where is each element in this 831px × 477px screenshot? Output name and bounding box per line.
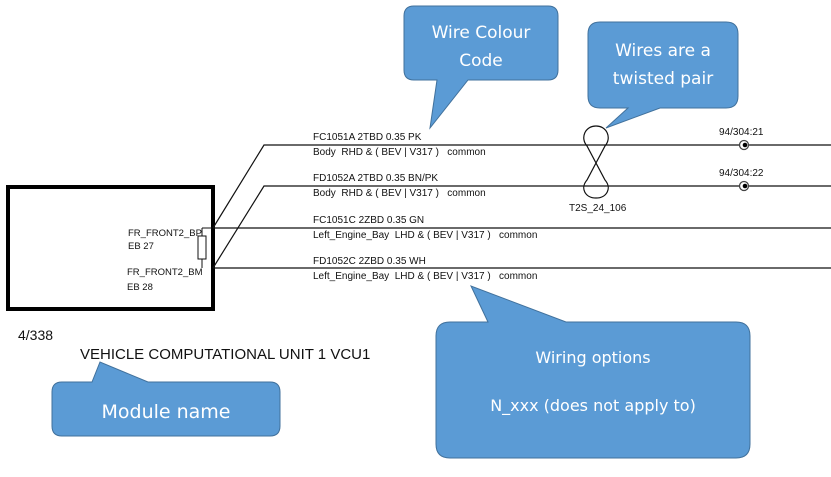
twisted-pair-label: T2S_24_106 [569, 203, 627, 214]
pin-number-28: EB 28 [127, 282, 153, 293]
module-name: VEHICLE COMPUTATIONAL UNIT 1 VCU1 [80, 346, 370, 363]
wire-2-option: Body RHD & ( BEV | V317 ) common [313, 188, 486, 199]
destination-2: 94/304:22 [719, 168, 764, 179]
connector-icon-2[interactable] [738, 180, 750, 192]
wire-1[interactable] [212, 144, 831, 229]
callout-wiring-options: Wiring options N_xxx (does not apply to) [435, 285, 751, 459]
callout-module-name: Module name [51, 361, 281, 437]
page-reference: 4/338 [18, 327, 53, 343]
destination-1: 94/304:21 [719, 127, 764, 138]
wire-1-option: Body RHD & ( BEV | V317 ) common [313, 147, 486, 158]
callout-colour-line1: Wire Colour [432, 23, 531, 43]
callout-wire-colour-code: Wire Colour Code [403, 5, 559, 130]
callout-twisted-pair: Wires are a twisted pair [587, 21, 739, 129]
module-box[interactable] [6, 185, 215, 311]
connector-icon-1[interactable] [738, 139, 750, 151]
callout-twisted-line1: Wires are a [615, 41, 711, 61]
wire-4-code: FD1052C 2ZBD 0.35 WH [313, 256, 426, 267]
callout-options-line1: Wiring options [535, 348, 650, 367]
wire-3-code: FC1051C 2ZBD 0.35 GN [313, 215, 424, 226]
pin-name-bp: FR_FRONT2_BP [128, 228, 202, 239]
callout-colour-line2: Code [459, 51, 503, 71]
callout-options-line2: N_xxx (does not apply to) [490, 396, 696, 416]
pin-number-27: EB 27 [128, 241, 154, 252]
pin-name-bm: FR_FRONT2_BM [127, 267, 203, 278]
wire-3-option: Left_Engine_Bay LHD & ( BEV | V317 ) com… [313, 230, 537, 241]
callout-twisted-line2: twisted pair [613, 69, 713, 89]
wire-2-code: FD1052A 2TBD 0.35 BN/PK [313, 173, 438, 184]
wire-4-option: Left_Engine_Bay LHD & ( BEV | V317 ) com… [313, 271, 537, 282]
resistor-symbol [197, 227, 212, 268]
twisted-pair-symbol[interactable] [583, 125, 609, 199]
wire-1-code: FC1051A 2TBD 0.35 PK [313, 132, 422, 143]
callout-module-line1: Module name [101, 401, 230, 423]
wire-2[interactable] [212, 185, 831, 269]
